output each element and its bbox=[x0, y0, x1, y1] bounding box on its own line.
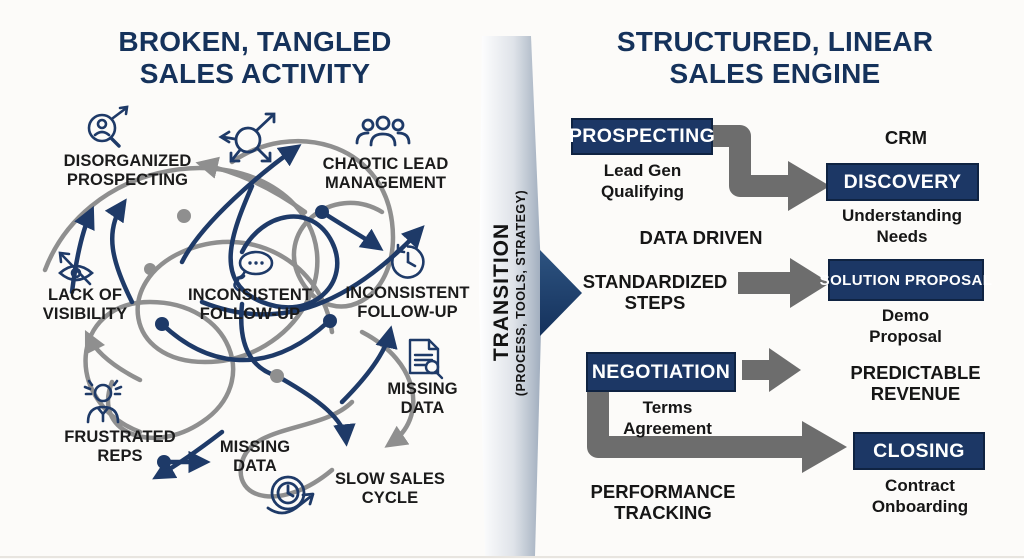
sub-negotiation: Terms Agreement bbox=[623, 398, 712, 438]
stage-box-closing: CLOSING bbox=[853, 432, 985, 470]
stage-box-negotiation: NEGOTIATION bbox=[586, 352, 736, 392]
stage-box-discovery: DISCOVERY bbox=[826, 163, 979, 201]
sub-prospecting: Lead Gen Qualifying bbox=[600, 161, 685, 201]
label-inconsistent-follow-up-2: INCONSISTENT FOLLOW-UP bbox=[345, 284, 470, 322]
sub-closing: Contract Onboarding bbox=[871, 476, 969, 516]
eye-slash-icon bbox=[58, 251, 94, 286]
label-missing-data-right: MISSING DATA bbox=[387, 380, 458, 418]
stage-box-solution-proposal: SOLUTION PROPOSAL bbox=[820, 259, 992, 301]
sub-discovery: Understanding Needs bbox=[842, 206, 962, 246]
bottom-divider bbox=[0, 556, 1024, 558]
arrow-prospecting-discovery bbox=[710, 125, 788, 197]
sub-solution-proposal: Demo Proposal bbox=[869, 306, 942, 346]
stopwatch-arrow-icon bbox=[266, 475, 315, 515]
label-missing-data-center: MISSING DATA bbox=[219, 438, 291, 476]
tangle-dots bbox=[144, 205, 337, 469]
transition-arrow-icon bbox=[540, 250, 582, 336]
people-group-icon bbox=[355, 115, 411, 147]
note-data-driven: DATA DRIVEN bbox=[639, 227, 763, 248]
clock-icon bbox=[391, 243, 425, 279]
speech-bubble-icon bbox=[233, 250, 274, 292]
label-frustrated-reps: FRUSTRATED REPS bbox=[64, 428, 176, 466]
magnifier-person-icon bbox=[87, 105, 129, 148]
label-disorganized-prospecting: DISORGANIZED PROSPECTING bbox=[63, 152, 192, 190]
note-predictable-revenue: PREDICTABLE REVENUE bbox=[850, 362, 981, 405]
note-performance-tracking: PERFORMANCE TRACKING bbox=[590, 481, 736, 524]
note-crm: CRM bbox=[884, 127, 928, 148]
label-chaotic-lead-management: CHAOTIC LEAD MANAGEMENT bbox=[322, 155, 449, 193]
stage-label: SOLUTION PROPOSAL bbox=[819, 271, 993, 289]
stage-label: CLOSING bbox=[873, 439, 965, 462]
arrow-negotiation-closing bbox=[587, 391, 802, 458]
stage-label: DISCOVERY bbox=[843, 170, 962, 193]
stage-box-prospecting: PROSPECTING bbox=[568, 118, 716, 155]
label-slow-sales-cycle: SLOW SALES CYCLE bbox=[334, 470, 446, 508]
right-title: STRUCTURED, LINEAR SALES ENGINE bbox=[616, 26, 934, 90]
label-lack-of-visibility: LACK OF VISIBILITY bbox=[42, 286, 128, 324]
scatter-arrows-icon bbox=[218, 112, 276, 163]
label-inconsistent-follow-up-1: INCONSISTENT FOLLOW-UP bbox=[187, 286, 313, 324]
stage-label: NEGOTIATION bbox=[591, 360, 731, 383]
note-standardized-steps: STANDARDIZED STEPS bbox=[582, 271, 728, 314]
stage-label: PROSPECTING bbox=[568, 125, 716, 147]
frustrated-person-icon bbox=[83, 379, 123, 424]
left-title: BROKEN, TANGLED SALES ACTIVITY bbox=[118, 26, 392, 90]
document-search-icon bbox=[408, 338, 444, 380]
